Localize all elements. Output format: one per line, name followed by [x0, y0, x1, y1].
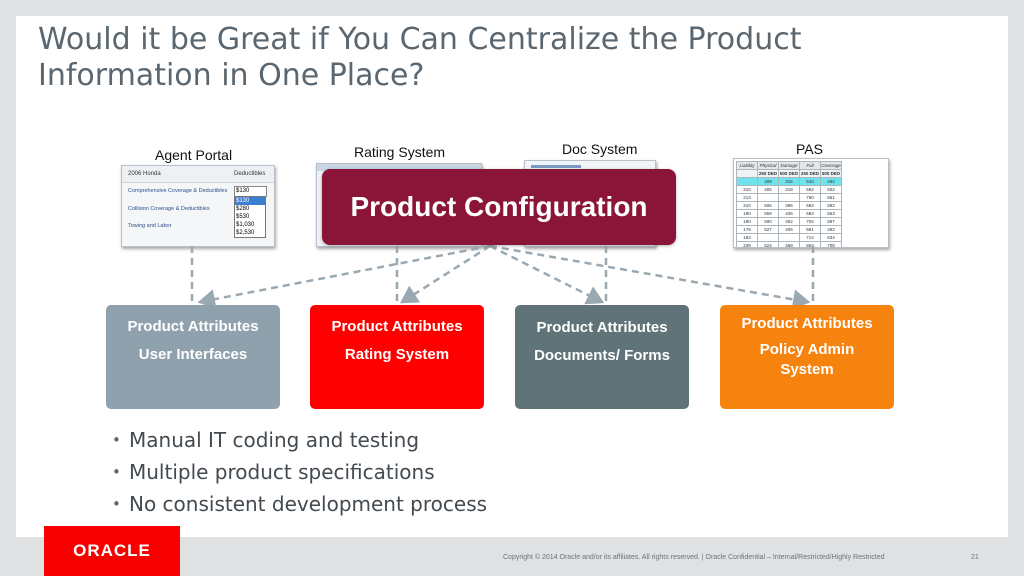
issues-bullet-list: Manual IT coding and testing Multiple pr… — [112, 426, 487, 522]
attributes-target: Documents/ Forms — [534, 347, 670, 364]
agent-portal-screenshot: 2006 Honda Deductibles Comprehensive Cov… — [121, 165, 275, 247]
agent-portal-thumb-row: Towing and Labor — [128, 223, 172, 229]
attributes-heading: Product Attributes — [331, 318, 463, 335]
attributes-policy-admin-box: Product Attributes Policy Admin System — [720, 305, 894, 409]
copyright-notice: Copyright © 2014 Oracle and/or its affil… — [503, 554, 885, 561]
agent-portal-thumb-deductibles: Deductibles — [234, 171, 266, 177]
attributes-target: Rating System — [344, 346, 450, 363]
connector-config-to-ui — [197, 244, 491, 309]
agent-portal-thumb-row: Comprehensive Coverage & Deductibles — [128, 188, 228, 194]
attributes-user-interfaces-box: Product Attributes User Interfaces — [106, 305, 280, 409]
agent-portal-thumb-option: $2,530 — [236, 230, 255, 236]
bullet-item: Manual IT coding and testing — [112, 426, 487, 458]
agent-portal-thumb-header: 2006 Honda Deductibles — [122, 166, 274, 183]
pas-thumb-cell: 708 — [820, 241, 842, 247]
rating-system-label: Rating System — [354, 144, 446, 160]
product-configuration-label: Product Configuration — [350, 191, 648, 222]
doc-system-label: Doc System — [562, 141, 638, 157]
agent-portal-thumb-options: $130 $280 $530 $1,030 $2,530 — [234, 196, 266, 238]
title-line-1: Would it be Great if You Can Centralize … — [38, 22, 802, 57]
attributes-heading: Product Attributes — [536, 319, 668, 336]
attributes-documents-forms-box: Product Attributes Documents/ Forms — [515, 305, 689, 409]
bullet-item: No consistent development process — [112, 490, 487, 522]
attributes-heading: Product Attributes — [127, 318, 259, 335]
connector-config-to-pas — [489, 244, 811, 310]
title-line-2: Information in One Place? — [38, 58, 425, 93]
agent-portal-thumb-option: $530 — [236, 214, 250, 220]
doc-system-thumb-line — [531, 165, 581, 168]
attributes-target: User Interfaces — [138, 346, 248, 363]
oracle-logo-text: ORACLE — [73, 541, 151, 560]
attributes-target: Policy Admin System — [759, 341, 855, 378]
agent-portal-thumb-option: $1,030 — [236, 222, 255, 228]
agent-portal-thumb-option: $280 — [236, 206, 250, 212]
agent-portal-thumb-row: Collision Coverage & Deductibles — [128, 206, 210, 212]
pas-label: PAS — [796, 141, 823, 157]
page-number: 21 — [971, 554, 979, 561]
rating-system-thumb-bar — [317, 164, 481, 171]
connector-config-to-docs — [489, 244, 605, 305]
connector-config-to-rating — [399, 244, 491, 304]
oracle-logo: ORACLE — [44, 526, 180, 576]
agent-portal-thumb-vehicle: 2006 Honda — [128, 171, 161, 177]
bullet-item: Multiple product specifications — [112, 458, 487, 490]
slide-title: Would it be Great if You Can Centralize … — [38, 22, 938, 94]
product-configuration-box: Product Configuration — [322, 169, 676, 245]
agent-portal-label: Agent Portal — [155, 147, 233, 163]
attributes-heading: Product Attributes — [741, 315, 873, 332]
attributes-rating-system-box: Product Attributes Rating System — [310, 305, 484, 409]
agent-portal-thumb-option: $130 — [235, 197, 265, 205]
